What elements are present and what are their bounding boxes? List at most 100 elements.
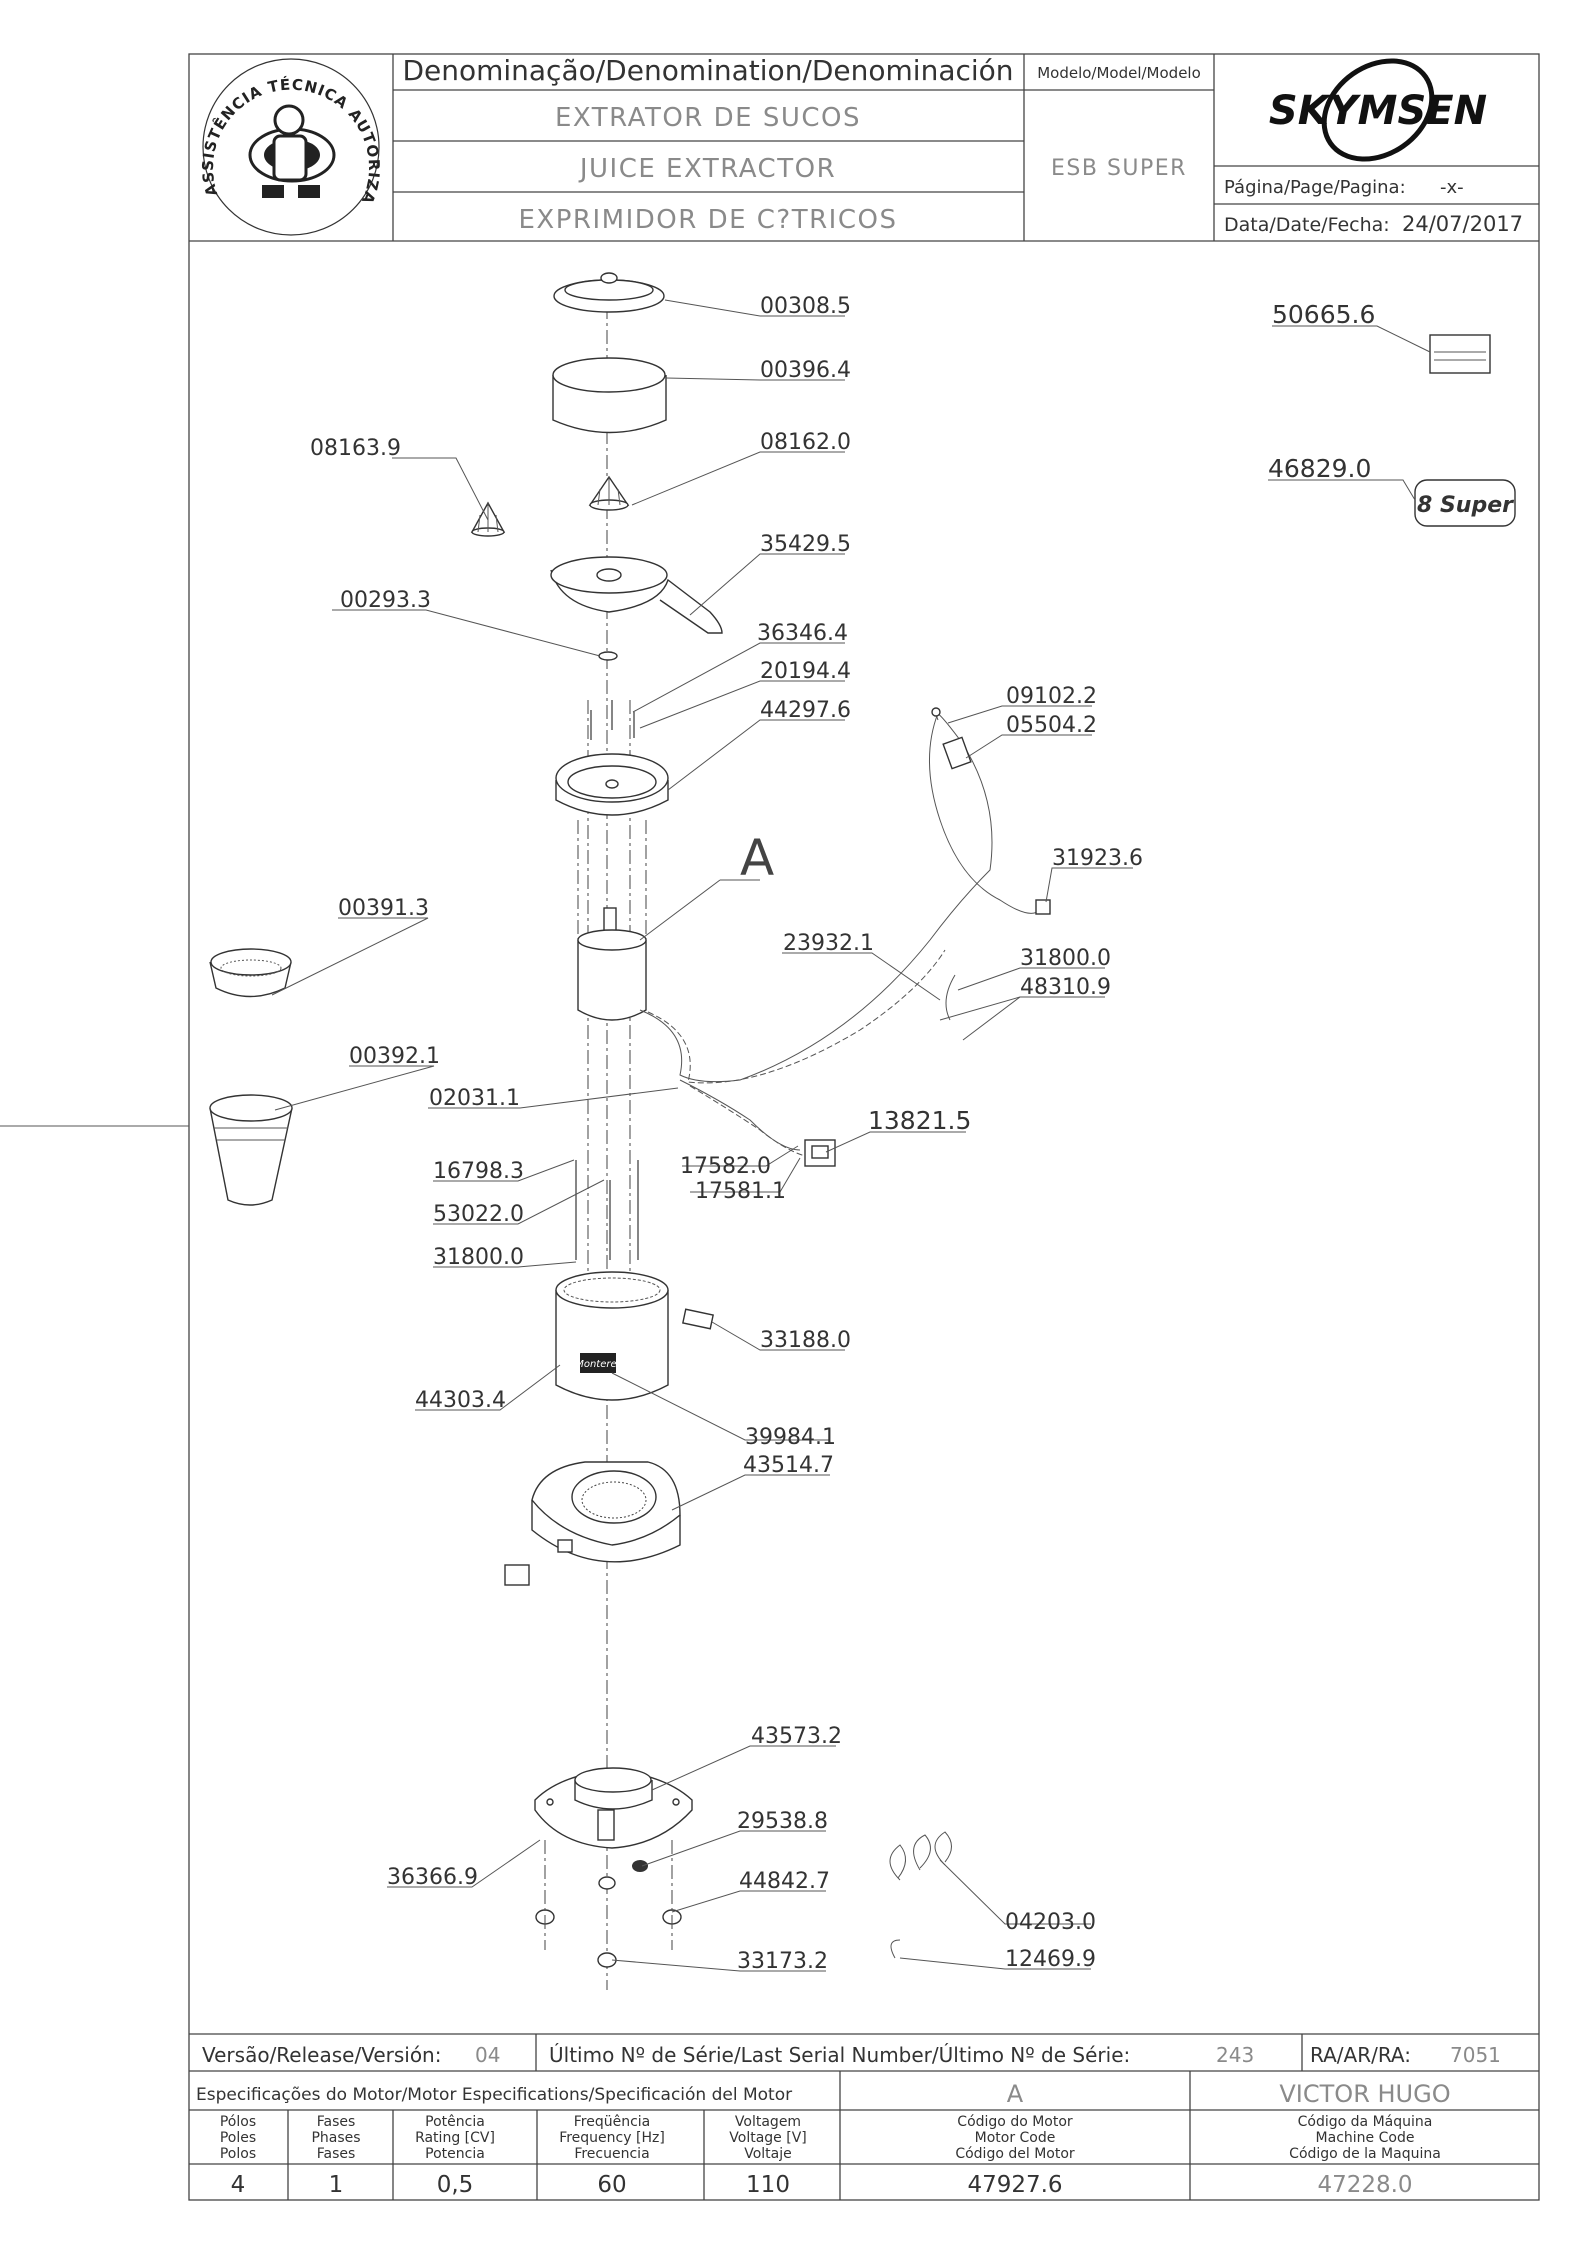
part-label: 13821.5 bbox=[868, 1106, 971, 1135]
part-label: 20194.4 bbox=[760, 659, 851, 684]
col-poles-3: Polos bbox=[220, 2146, 256, 2162]
part-label: 23932.1 bbox=[783, 931, 874, 956]
power-value: 0,5 bbox=[437, 2172, 474, 2198]
part-label: 08162.0 bbox=[760, 430, 851, 455]
col-poles-2: Poles bbox=[220, 2130, 256, 2146]
denomination-label: Denominação/Denomination/Denominación bbox=[402, 54, 1013, 87]
col-phases-3: Fases bbox=[317, 2146, 356, 2162]
part-label: 08163.9 bbox=[310, 436, 401, 461]
part-label: 50665.6 bbox=[1272, 300, 1375, 329]
part-label: 29538.8 bbox=[737, 1809, 828, 1834]
part-label: 12469.9 bbox=[1005, 1947, 1096, 1972]
col-motor-code-1: Código do Motor bbox=[957, 2114, 1073, 2130]
screws-top bbox=[590, 700, 635, 740]
part-label: 53022.0 bbox=[433, 1202, 524, 1227]
part-labels: 00308.5 00396.4 08163.9 08162.0 35429.5 … bbox=[310, 294, 1375, 1974]
part-label: 36366.9 bbox=[387, 1865, 478, 1890]
col-voltage-3: Voltaje bbox=[744, 2146, 792, 2162]
title-block-footer: Versão/Release/Versión: 04 Último Nº de … bbox=[189, 2033, 1539, 2200]
voltage-value: 110 bbox=[746, 2172, 790, 2198]
skymsen-logo: SKYMSEN bbox=[1269, 58, 1487, 162]
drawing-frame bbox=[188, 53, 1540, 2201]
model-value: ESB SUPER bbox=[1051, 156, 1187, 181]
motor-code-value: 47927.6 bbox=[967, 2172, 1062, 2198]
part-label: 36346.4 bbox=[757, 621, 848, 646]
page-value: -x- bbox=[1440, 177, 1464, 198]
springs bbox=[889, 1831, 952, 1959]
part-label: 31923.6 bbox=[1052, 846, 1143, 871]
tie-rods bbox=[575, 1160, 639, 1260]
part-label: 48310.9 bbox=[1020, 975, 1111, 1000]
part-label: 43573.2 bbox=[751, 1724, 842, 1749]
part-label: 31800.0 bbox=[433, 1245, 524, 1270]
col-voltage-1: Voltagem bbox=[735, 2114, 801, 2130]
technician-name: VICTOR HUGO bbox=[1279, 2080, 1450, 2108]
part-label: 44303.4 bbox=[415, 1388, 506, 1413]
feet-and-screws bbox=[535, 1840, 682, 1968]
part-label: 16798.3 bbox=[433, 1159, 524, 1184]
part-label: 46829.0 bbox=[1268, 454, 1371, 483]
part-label: 33173.2 bbox=[737, 1949, 828, 1974]
part-label: 44842.7 bbox=[739, 1869, 830, 1894]
product-name-pt: EXTRATOR DE SUCOS bbox=[555, 103, 861, 133]
authorized-service-stamp: ASSISTÊNCIA TÉCNICA AUTORIZADA bbox=[0, 0, 383, 236]
machine-code-value: 47228.0 bbox=[1317, 2172, 1412, 2198]
motor-part bbox=[577, 907, 647, 1021]
motor-ref: A bbox=[1007, 2080, 1024, 2108]
switch-part bbox=[804, 1139, 836, 1167]
model-label: Modelo/Model/Modelo bbox=[1037, 64, 1201, 82]
poles-value: 4 bbox=[231, 2172, 246, 2198]
col-machine-code-2: Machine Code bbox=[1316, 2130, 1415, 2146]
stamp-text: ASSISTÊNCIA TÉCNICA AUTORIZADA bbox=[0, 0, 382, 207]
part-label: 33188.0 bbox=[760, 1328, 851, 1353]
part-label: 09102.2 bbox=[1006, 684, 1097, 709]
part-label: 00396.4 bbox=[760, 358, 851, 383]
col-phases-1: Fases bbox=[317, 2114, 356, 2130]
reamer-large bbox=[588, 475, 630, 511]
part-label: 04203.0 bbox=[1005, 1910, 1096, 1935]
col-phases-2: Phases bbox=[311, 2130, 360, 2146]
part-label: 00392.1 bbox=[349, 1044, 440, 1069]
bottom-plate-part bbox=[534, 1767, 693, 1849]
part-label: 39984.1 bbox=[745, 1425, 836, 1450]
ra-label: RA/AR/RA: bbox=[1310, 2043, 1411, 2067]
part-label: 00308.5 bbox=[760, 294, 851, 319]
leader-lines bbox=[271, 299, 1431, 1972]
reamer-small bbox=[470, 501, 506, 537]
col-freq-2: Frequency [Hz] bbox=[559, 2130, 665, 2146]
col-power-2: Rating [CV] bbox=[415, 2130, 495, 2146]
upper-housing-part bbox=[555, 753, 669, 816]
col-machine-code-1: Código da Máquina bbox=[1298, 2114, 1433, 2130]
part-label: 35429.5 bbox=[760, 532, 851, 557]
detail-marker: A bbox=[740, 829, 774, 887]
collar-part bbox=[552, 357, 667, 434]
part-label: 31800.0 bbox=[1020, 946, 1111, 971]
version-label: Versão/Release/Versión: bbox=[202, 2043, 441, 2067]
col-motor-code-2: Motor Code bbox=[975, 2130, 1056, 2146]
col-poles-1: Pólos bbox=[220, 2114, 256, 2130]
wiring-harness bbox=[639, 707, 1051, 1157]
brand-name: SKYMSEN bbox=[1269, 88, 1487, 134]
date-value: 24/07/2017 bbox=[1402, 212, 1523, 236]
product-name-es: EXPRIMIDOR DE C?TRICOS bbox=[519, 205, 898, 235]
warning-decal bbox=[1429, 334, 1491, 374]
part-label: 02031.1 bbox=[429, 1086, 520, 1111]
svg-text:8 Super: 8 Super bbox=[1417, 493, 1514, 518]
col-power-1: Potência bbox=[425, 2114, 485, 2130]
model-emblem: 8 Super bbox=[1414, 479, 1516, 527]
brand-plate-text: Monterer bbox=[575, 1359, 621, 1370]
frequency-value: 60 bbox=[597, 2172, 626, 2198]
brand-plate bbox=[580, 1353, 616, 1373]
version-value: 04 bbox=[475, 2043, 500, 2067]
part-label: 00391.3 bbox=[338, 896, 429, 921]
motor-spec-label: Especificações do Motor/Motor Especifica… bbox=[196, 2085, 792, 2105]
col-machine-code-3: Código de la Maquina bbox=[1289, 2146, 1441, 2162]
col-freq-3: Frecuencia bbox=[574, 2146, 649, 2162]
part-label: 05504.2 bbox=[1006, 713, 1097, 738]
svg-text:ASSISTÊNCIA TÉCNICA AUTORIZADA: ASSISTÊNCIA TÉCNICA AUTORIZADA bbox=[0, 0, 383, 207]
phases-value: 1 bbox=[329, 2172, 344, 2198]
col-voltage-2: Voltage [V] bbox=[729, 2130, 806, 2146]
serial-label: Último Nº de Série/Last Serial Number/Úl… bbox=[549, 2043, 1130, 2067]
label-sticker-part bbox=[682, 1308, 714, 1330]
